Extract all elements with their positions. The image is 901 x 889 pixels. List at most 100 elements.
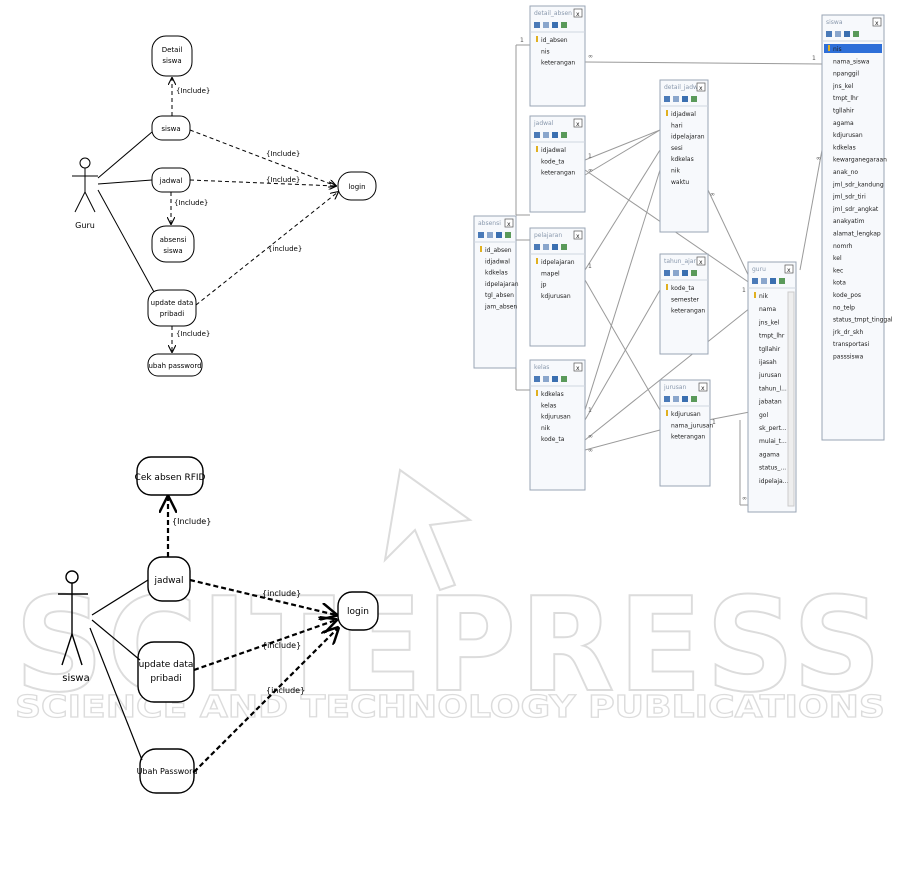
svg-text:{Include}: {Include}: [266, 176, 300, 184]
field-10: anak_no: [833, 169, 858, 176]
toolbar-icon[interactable]: [552, 376, 558, 382]
field-13: status_...: [759, 465, 786, 472]
close-icon[interactable]: [504, 218, 514, 228]
field-0: idjadwal: [541, 147, 566, 154]
toolbar-icon[interactable]: [561, 244, 567, 250]
uc-update-data: [147, 289, 197, 327]
close-icon[interactable]: [872, 17, 882, 27]
field-21: no_telp: [833, 304, 855, 311]
field-11: jml_sdr_kandung: [832, 181, 884, 188]
toolbar-icon[interactable]: [552, 244, 558, 250]
close-icon[interactable]: [573, 8, 583, 18]
toolbar-icon[interactable]: [534, 376, 540, 382]
multiplicity-label: 1: [812, 55, 816, 62]
svg-text:pribadi: pribadi: [160, 310, 184, 318]
uc-update-data-siswa: [137, 641, 195, 703]
toolbar-icon[interactable]: [561, 376, 567, 382]
toolbar-icon[interactable]: [543, 22, 549, 28]
toolbar-icon[interactable]: [534, 244, 540, 250]
close-icon[interactable]: [573, 230, 583, 240]
toolbar-icon[interactable]: [543, 132, 549, 138]
field-1: nama_jurusan: [671, 422, 714, 429]
toolbar-icon[interactable]: [561, 22, 567, 28]
field-15: alamat_lengkap: [833, 231, 881, 238]
field-2: npanggil: [833, 71, 859, 78]
toolbar-icon[interactable]: [673, 396, 679, 402]
toolbar-icon[interactable]: [779, 278, 785, 284]
close-glyph: x: [787, 267, 791, 274]
svg-text:ubah password: ubah password: [148, 362, 201, 370]
toolbar-icon[interactable]: [496, 232, 502, 238]
svg-text:Detail: Detail: [162, 46, 183, 54]
toolbar-icon[interactable]: [673, 96, 679, 102]
toolbar-icon[interactable]: [664, 96, 670, 102]
close-icon[interactable]: [784, 264, 794, 274]
toolbar-icon[interactable]: [664, 270, 670, 276]
toolbar-icon[interactable]: [682, 396, 688, 402]
table-title: guru: [752, 266, 766, 273]
toolbar-icon[interactable]: [770, 278, 776, 284]
field-24: transportasi: [833, 341, 870, 348]
toolbar-icon[interactable]: [543, 244, 549, 250]
svg-text:{include}: {include}: [262, 589, 301, 598]
scrollbar[interactable]: [787, 291, 795, 507]
toolbar-icon[interactable]: [682, 96, 688, 102]
toolbar-icon[interactable]: [853, 31, 859, 37]
field-9: gol: [759, 412, 768, 419]
table-title: tahun_ajar: [664, 258, 696, 265]
toolbar-icon[interactable]: [691, 396, 697, 402]
multiplicity-label: ∞: [588, 433, 593, 440]
selected-row: [824, 44, 882, 53]
toolbar-icon[interactable]: [682, 270, 688, 276]
svg-text:login: login: [347, 607, 369, 617]
toolbar-icon[interactable]: [487, 232, 493, 238]
field-16: nomrh: [833, 243, 853, 250]
field-3: kdjurusan: [541, 293, 571, 300]
actor-guru-label: Guru: [75, 221, 95, 230]
toolbar-icon[interactable]: [561, 132, 567, 138]
multiplicity-label: ∞: [710, 191, 715, 198]
toolbar-icon[interactable]: [478, 232, 484, 238]
toolbar-icon[interactable]: [534, 22, 540, 28]
multiplicity-label: 1: [742, 287, 746, 294]
close-icon[interactable]: [696, 82, 706, 92]
field-1: mapel: [541, 270, 560, 277]
toolbar-icon[interactable]: [761, 278, 767, 284]
field-13: jml_sdr_angkat: [832, 206, 879, 213]
close-glyph: x: [875, 20, 879, 27]
key-icon: [666, 284, 668, 290]
toolbar-icon[interactable]: [505, 232, 511, 238]
toolbar-icon[interactable]: [691, 270, 697, 276]
toolbar-icon[interactable]: [552, 132, 558, 138]
field-14: idpelaja...: [759, 478, 788, 485]
close-icon[interactable]: [696, 256, 706, 266]
toolbar-icon[interactable]: [664, 396, 670, 402]
toolbar-icon[interactable]: [752, 278, 758, 284]
field-2: idpelajaran: [671, 134, 705, 141]
toolbar-icon[interactable]: [835, 31, 841, 37]
close-icon[interactable]: [573, 362, 583, 372]
toolbar-icon[interactable]: [552, 22, 558, 28]
toolbar-icon[interactable]: [543, 376, 549, 382]
field-5: nik: [671, 168, 680, 175]
toolbar-icon[interactable]: [673, 270, 679, 276]
close-icon[interactable]: [698, 382, 708, 392]
field-2: keterangan: [671, 308, 705, 315]
toolbar-icon[interactable]: [534, 132, 540, 138]
table-detail-jadwal[interactable]: detail_jadwalxidjadwalhariidpelajaranses…: [659, 79, 709, 233]
field-17: kel: [833, 255, 842, 262]
toolbar-icon[interactable]: [826, 31, 832, 37]
close-icon[interactable]: [573, 118, 583, 128]
svg-text:{Include}: {Include}: [174, 199, 208, 207]
toolbar-icon[interactable]: [844, 31, 850, 37]
toolbar-icon[interactable]: [691, 96, 697, 102]
